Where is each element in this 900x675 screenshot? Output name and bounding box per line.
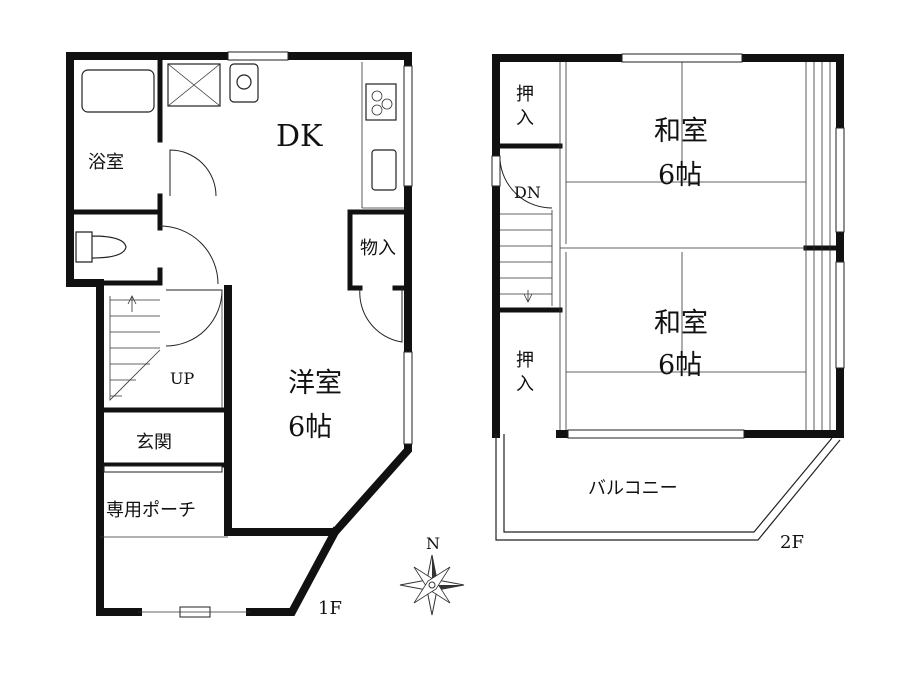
right-window-lower — [835, 261, 845, 369]
shower-pan-cross — [167, 63, 221, 107]
bath-label: 浴室 — [88, 152, 124, 173]
porch-label: 専用ポーチ — [106, 500, 196, 521]
closet-top-label-2: 入 — [516, 108, 534, 129]
toilet — [75, 231, 127, 263]
closet-bottom-label-1: 押 — [516, 350, 534, 371]
stairs-up-label: UP — [170, 369, 194, 388]
top-window — [621, 53, 743, 63]
hall-door-swing — [165, 289, 223, 347]
floor-2-stair-wall — [493, 143, 563, 313]
closet-top-label-1: 押 — [516, 84, 534, 105]
dk-right-window — [403, 65, 413, 187]
entrance-label: 玄関 — [136, 432, 172, 453]
floor-1-plan: 浴室 DK 物入 洋室 6帖 UP 玄関 専用ポーチ 1F — [66, 51, 413, 619]
tatami-lines — [565, 62, 806, 430]
burner — [371, 90, 383, 102]
bath-door-swing — [169, 149, 217, 197]
stove — [365, 83, 397, 121]
western-room-window — [403, 351, 413, 445]
western-room-label: 洋室 — [288, 368, 342, 399]
japanese-room-top-label: 和室 — [654, 116, 708, 147]
kitchen-counter — [361, 62, 404, 209]
kitchen-sink — [371, 149, 397, 191]
compass-icon: N — [399, 534, 465, 616]
floor-1-outer-wall — [224, 52, 412, 536]
dk-top-window — [227, 51, 289, 61]
compass-north-label: N — [426, 534, 440, 553]
burner — [381, 98, 393, 110]
western-room-size: 6帖 — [288, 412, 332, 443]
balcony-label: バルコニー — [588, 478, 678, 499]
burner — [371, 104, 383, 116]
storage-door-swing — [359, 287, 403, 343]
balcony-door — [567, 429, 745, 439]
floor-2-stairs — [500, 210, 553, 306]
entrance-door-panel — [103, 465, 223, 473]
stairs-down-label: DN — [514, 183, 541, 202]
floor-1-stairs — [109, 295, 161, 401]
stair-door-swing — [499, 159, 553, 209]
right-window-upper — [835, 127, 845, 233]
floor-2-plan: 押 入 DN 和室 6帖 和室 6帖 押 入 バルコニー 2F — [491, 53, 845, 553]
japanese-room-top-size: 6帖 — [658, 160, 702, 191]
stair-door — [491, 155, 501, 187]
floor-1-porch-wall — [96, 279, 142, 616]
storage-label: 物入 — [360, 238, 396, 259]
toilet-door-swing — [159, 225, 219, 285]
japanese-room-bottom-size: 6帖 — [658, 350, 702, 381]
engawa-lines — [805, 62, 831, 430]
floor-1-label: 1F — [318, 598, 342, 619]
japanese-room-bottom-label: 和室 — [654, 308, 708, 339]
closet-bottom-label-2: 入 — [516, 374, 534, 395]
dk-label: DK — [276, 119, 323, 154]
balcony-outline — [495, 434, 841, 541]
floor-2-label: 2F — [780, 532, 804, 553]
sink-bowl — [236, 74, 252, 90]
floor-1-porch-front-wall — [246, 526, 341, 616]
bathtub — [81, 69, 155, 113]
